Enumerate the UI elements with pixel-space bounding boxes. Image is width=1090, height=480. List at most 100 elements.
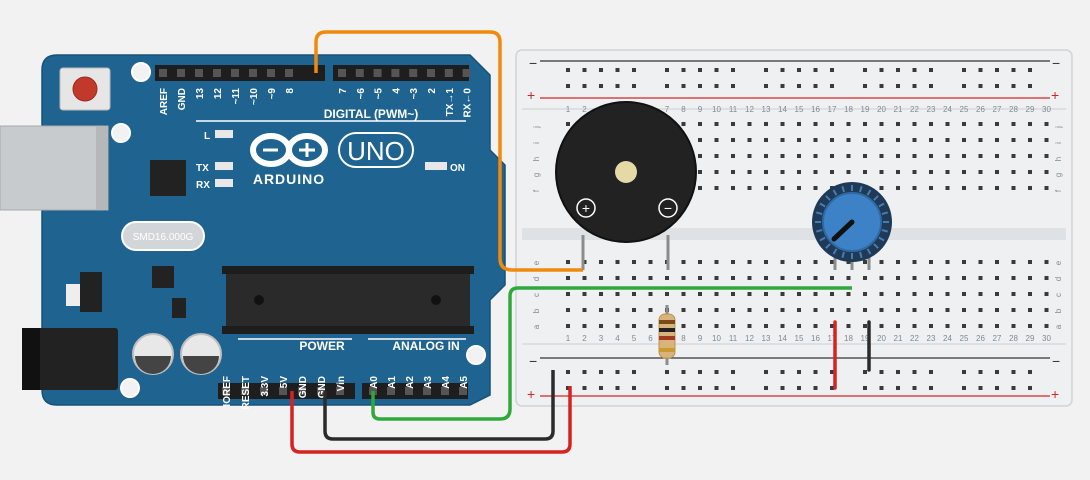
breadboard-hole[interactable] <box>929 324 933 328</box>
rail-hole[interactable] <box>599 370 603 374</box>
breadboard-hole[interactable] <box>929 276 933 280</box>
breadboard-hole[interactable] <box>714 308 719 312</box>
rail-hole[interactable] <box>1028 84 1032 88</box>
breadboard-hole[interactable] <box>714 122 719 126</box>
potentiometer[interactable] <box>812 182 892 262</box>
rail-hole[interactable] <box>813 68 818 72</box>
breadboard-hole[interactable] <box>846 170 851 174</box>
breadboard-hole[interactable] <box>813 170 818 174</box>
breadboard-hole[interactable] <box>764 170 768 174</box>
breadboard-hole[interactable] <box>813 122 818 126</box>
breadboard-hole[interactable] <box>599 260 603 264</box>
breadboard-hole[interactable] <box>945 170 950 174</box>
rail-hole[interactable] <box>665 84 669 88</box>
breadboard-hole[interactable] <box>731 186 735 190</box>
breadboard-hole[interactable] <box>896 122 900 126</box>
breadboard-hole[interactable] <box>615 260 620 264</box>
breadboard-hole[interactable] <box>747 324 752 328</box>
breadboard-hole[interactable] <box>896 170 900 174</box>
breadboard-hole[interactable] <box>681 276 686 280</box>
rail-hole[interactable] <box>615 370 620 374</box>
breadboard-hole[interactable] <box>813 292 818 296</box>
breadboard-hole[interactable] <box>929 170 933 174</box>
breadboard-hole[interactable] <box>566 260 570 264</box>
breadboard-hole[interactable] <box>764 154 768 158</box>
breadboard-hole[interactable] <box>797 122 801 126</box>
breadboard-hole[interactable] <box>797 292 801 296</box>
breadboard-hole[interactable] <box>846 260 851 264</box>
breadboard-hole[interactable] <box>1044 138 1049 142</box>
breadboard-hole[interactable] <box>879 170 884 174</box>
rail-hole[interactable] <box>797 386 801 390</box>
rail-hole[interactable] <box>896 386 900 390</box>
breadboard-hole[interactable] <box>912 170 917 174</box>
breadboard-hole[interactable] <box>1044 170 1049 174</box>
breadboard-hole[interactable] <box>780 276 785 280</box>
breadboard-hole[interactable] <box>813 186 818 190</box>
breadboard-hole[interactable] <box>896 292 900 296</box>
breadboard-hole[interactable] <box>879 122 884 126</box>
rail-hole[interactable] <box>879 386 884 390</box>
breadboard-hole[interactable] <box>813 138 818 142</box>
rail-hole[interactable] <box>780 68 785 72</box>
digital-pin-socket[interactable] <box>391 69 400 77</box>
breadboard-hole[interactable] <box>830 324 834 328</box>
breadboard-hole[interactable] <box>929 292 933 296</box>
breadboard-hole[interactable] <box>731 276 735 280</box>
rail-hole[interactable] <box>962 84 966 88</box>
breadboard-hole[interactable] <box>1028 154 1032 158</box>
breadboard-hole[interactable] <box>632 324 636 328</box>
breadboard-hole[interactable] <box>1011 170 1016 174</box>
breadboard-hole[interactable] <box>698 122 702 126</box>
breadboard-hole[interactable] <box>846 154 851 158</box>
breadboard-hole[interactable] <box>995 186 999 190</box>
breadboard-hole[interactable] <box>945 154 950 158</box>
breadboard-hole[interactable] <box>912 186 917 190</box>
breadboard-hole[interactable] <box>1011 276 1016 280</box>
breadboard-hole[interactable] <box>1011 308 1016 312</box>
rail-hole[interactable] <box>764 68 768 72</box>
breadboard-hole[interactable] <box>863 154 867 158</box>
breadboard-hole[interactable] <box>879 186 884 190</box>
rail-hole[interactable] <box>896 370 900 374</box>
breadboard-hole[interactable] <box>995 324 999 328</box>
breadboard-hole[interactable] <box>780 260 785 264</box>
breadboard-hole[interactable] <box>566 308 570 312</box>
rail-hole[interactable] <box>1011 386 1016 390</box>
breadboard-hole[interactable] <box>797 170 801 174</box>
breadboard-hole[interactable] <box>896 308 900 312</box>
breadboard-hole[interactable] <box>813 308 818 312</box>
breadboard-hole[interactable] <box>978 122 983 126</box>
rail-hole[interactable] <box>978 68 983 72</box>
breadboard-hole[interactable] <box>731 260 735 264</box>
breadboard-hole[interactable] <box>698 324 702 328</box>
rail-hole[interactable] <box>714 84 719 88</box>
breadboard-hole[interactable] <box>863 308 867 312</box>
breadboard-hole[interactable] <box>846 122 851 126</box>
breadboard-hole[interactable] <box>978 276 983 280</box>
analog-pin-socket[interactable] <box>459 387 467 395</box>
breadboard-hole[interactable] <box>714 170 719 174</box>
rail-hole[interactable] <box>582 68 587 72</box>
digital-pin-socket[interactable] <box>373 69 382 77</box>
breadboard-hole[interactable] <box>830 154 834 158</box>
breadboard-hole[interactable] <box>978 260 983 264</box>
breadboard-hole[interactable] <box>846 292 851 296</box>
breadboard-hole[interactable] <box>995 276 999 280</box>
breadboard-hole[interactable] <box>945 122 950 126</box>
breadboard-hole[interactable] <box>879 308 884 312</box>
digital-pin-socket[interactable] <box>462 69 471 77</box>
breadboard-hole[interactable] <box>747 154 752 158</box>
breadboard-hole[interactable] <box>879 154 884 158</box>
breadboard-hole[interactable] <box>1011 292 1016 296</box>
breadboard-hole[interactable] <box>632 260 636 264</box>
breadboard-hole[interactable] <box>912 138 917 142</box>
rail-hole[interactable] <box>863 386 867 390</box>
breadboard-hole[interactable] <box>813 260 818 264</box>
rail-hole[interactable] <box>731 68 735 72</box>
breadboard-hole[interactable] <box>1011 186 1016 190</box>
breadboard-hole[interactable] <box>1028 324 1032 328</box>
breadboard-hole[interactable] <box>978 154 983 158</box>
rail-hole[interactable] <box>797 370 801 374</box>
digital-pin-socket[interactable] <box>409 69 418 77</box>
